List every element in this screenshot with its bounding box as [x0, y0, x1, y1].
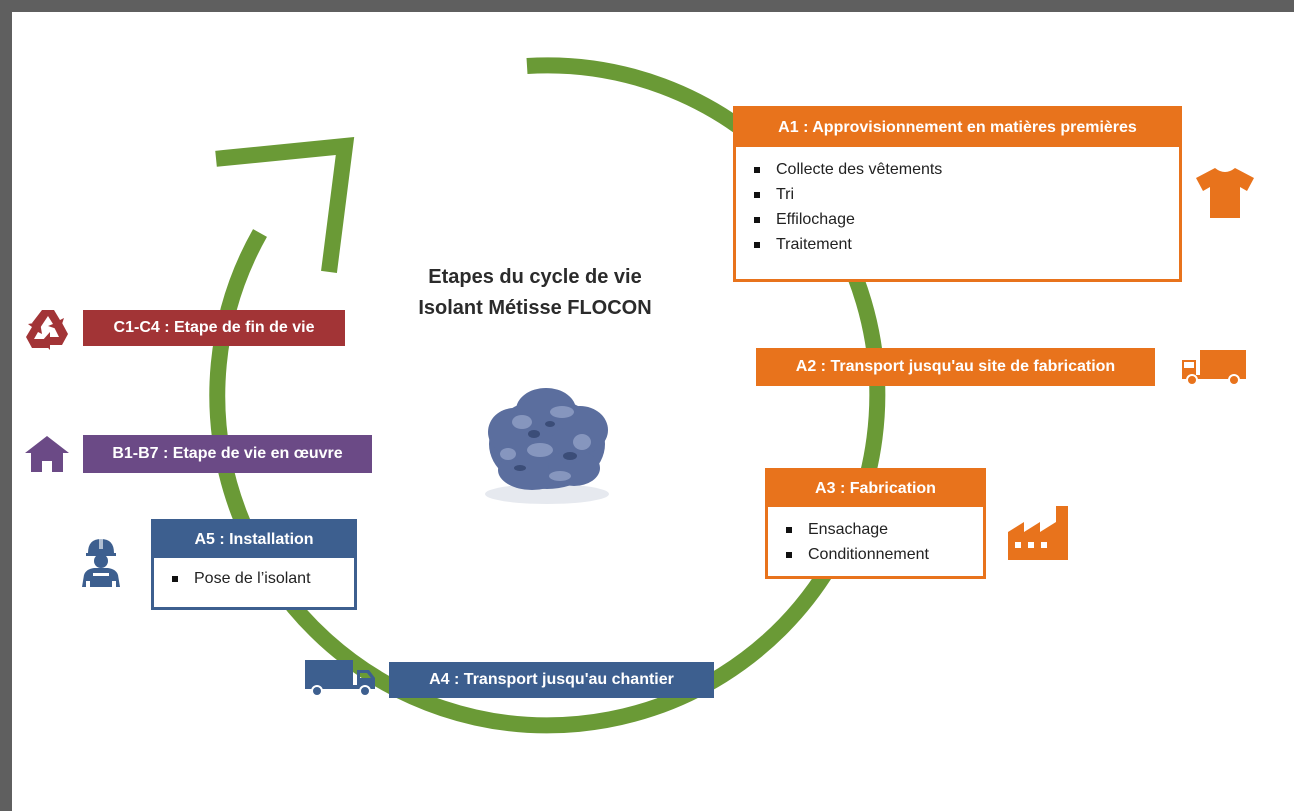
stage-a1-title: A1 : Approvisionnement en matières premi… — [736, 109, 1179, 147]
stage-a1-box: A1 : Approvisionnement en matières premi… — [733, 106, 1182, 282]
list-item: Traitement — [754, 232, 1179, 257]
stage-a4-label: A4 : Transport jusqu'au chantier — [389, 662, 714, 698]
stage-b1b7-label: B1-B7 : Etape de vie en œuvre — [83, 435, 372, 473]
truck-icon — [305, 660, 375, 697]
stage-a5-box: A5 : Installation Pose de l’isolant — [151, 519, 357, 610]
diagram-title: Etapes du cycle de vie Isolant Métisse F… — [380, 262, 690, 324]
list-item: Conditionnement — [786, 542, 983, 567]
house-icon — [25, 436, 69, 472]
truck-icon — [1182, 350, 1246, 386]
stage-a5-list: Pose de l’isolant — [154, 558, 354, 591]
title-line-2: Isolant Métisse FLOCON — [418, 297, 652, 319]
stage-a3-title: A3 : Fabrication — [768, 471, 983, 507]
stage-a3-list: Ensachage Conditionnement — [768, 507, 983, 567]
title-line-1: Etapes du cycle de vie — [428, 266, 642, 288]
t-shirt-icon — [1196, 168, 1254, 218]
list-item: Ensachage — [786, 517, 983, 542]
list-item: Collecte des vêtements — [754, 157, 1179, 182]
list-item: Pose de l’isolant — [172, 566, 354, 591]
recycle-icon — [26, 310, 68, 350]
worker-icon — [82, 539, 120, 587]
insulation-image — [485, 388, 609, 504]
stage-c1c4-label: C1-C4 : Etape de fin de vie — [83, 310, 345, 346]
stage-a5-title: A5 : Installation — [154, 522, 354, 558]
stage-a1-list: Collecte des vêtements Tri Effilochage T… — [736, 147, 1179, 257]
list-item: Effilochage — [754, 207, 1179, 232]
stage-a2-label: A2 : Transport jusqu'au site de fabricat… — [756, 348, 1155, 386]
list-item: Tri — [754, 182, 1179, 207]
factory-icon — [1008, 506, 1068, 560]
stage-a3-box: A3 : Fabrication Ensachage Conditionneme… — [765, 468, 986, 579]
